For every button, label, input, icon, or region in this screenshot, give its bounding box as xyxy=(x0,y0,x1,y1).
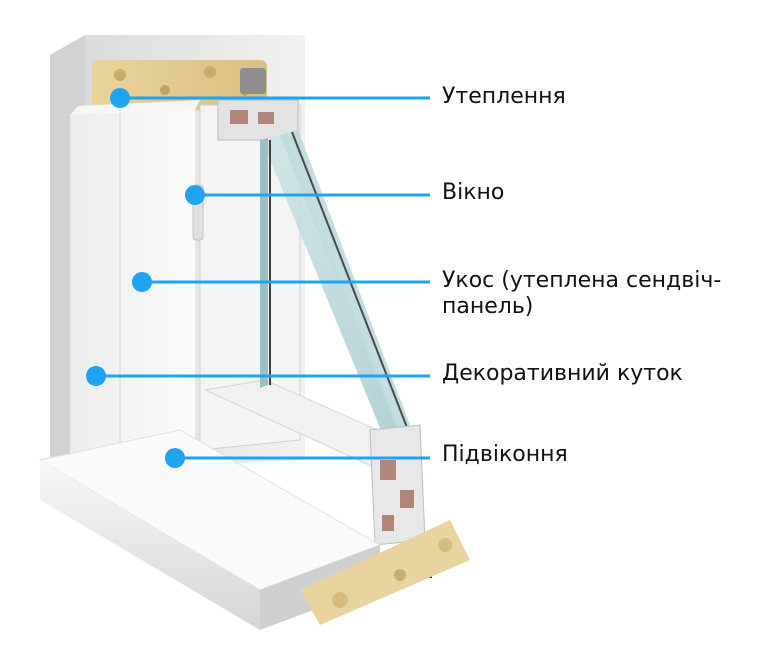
callout-reveal xyxy=(132,272,430,292)
label-window: Вікно xyxy=(442,180,505,205)
label-insulation: Утеплення xyxy=(442,84,566,109)
foam-insulation xyxy=(300,520,470,625)
callout-sill xyxy=(165,448,430,468)
label-window-sill: Підвіконня xyxy=(442,442,568,467)
label-reveal-line1: Укос (утеплена сендвіч- xyxy=(442,268,722,293)
callout-insulation xyxy=(110,88,430,108)
callout-dot-reveal xyxy=(132,272,152,292)
label-reveal-line2: панель) xyxy=(442,294,534,319)
callout-dot-insulation xyxy=(110,88,130,108)
window-frame xyxy=(192,99,401,471)
callout-dot-sill xyxy=(165,448,185,468)
callout-window xyxy=(185,185,430,205)
callout-corner xyxy=(86,366,430,386)
callout-dot-corner xyxy=(86,366,106,386)
label-decorative-corner: Декоративний куток xyxy=(442,361,683,386)
callout-dot-window xyxy=(185,185,205,205)
